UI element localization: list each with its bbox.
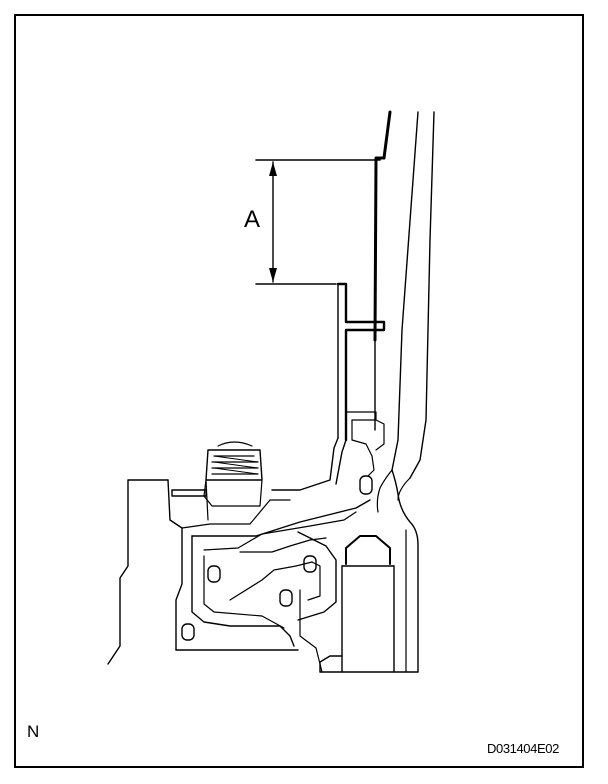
piston xyxy=(192,500,370,646)
corner-mark: N xyxy=(27,722,40,741)
seal-rings xyxy=(182,476,372,640)
figure-frame xyxy=(14,14,584,768)
drum-housing xyxy=(375,112,434,672)
inner-hub xyxy=(298,532,336,672)
dimension-a-marker xyxy=(256,160,380,284)
dimension-a-label: A xyxy=(244,206,261,233)
return-spring xyxy=(204,442,262,506)
spring-retainer xyxy=(172,480,208,520)
bottom-stub xyxy=(320,656,418,672)
center-shaft xyxy=(342,530,406,672)
clutch-plate xyxy=(272,284,384,490)
figure-code: D031404E02 xyxy=(487,741,559,756)
left-housing xyxy=(108,480,298,664)
